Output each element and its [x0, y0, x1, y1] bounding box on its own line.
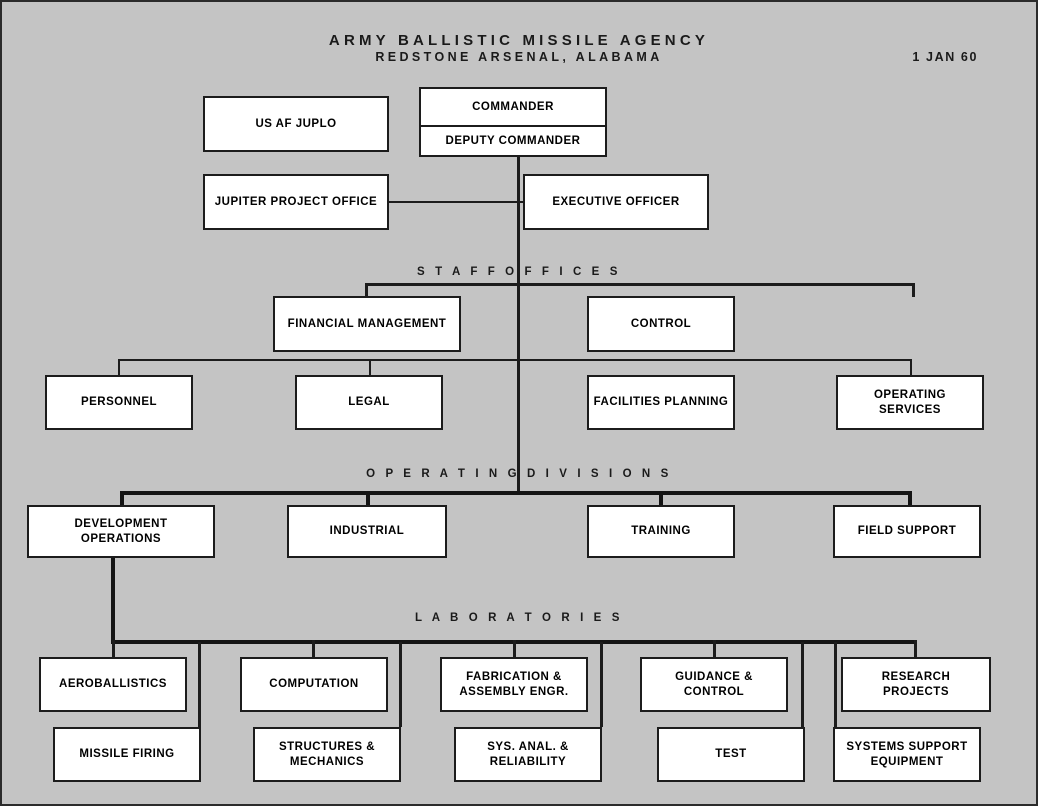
deputy-commander-label: DEPUTY COMMANDER — [445, 134, 581, 147]
box-aeroballistics[interactable]: AEROBALLISTICS — [39, 657, 187, 712]
page-subtitle: REDSTONE ARSENAL, ALABAMA — [375, 50, 663, 64]
connector-lab2-drop-structures — [399, 642, 402, 727]
box-training[interactable]: TRAINING — [587, 505, 735, 558]
box-test[interactable]: TEST — [657, 727, 805, 782]
box-sys-anal-reliability[interactable]: SYS. ANAL. & RELIABILITY — [454, 727, 602, 782]
connector-main-trunk — [517, 157, 520, 494]
connector-lab2-drop-sys-anal — [600, 642, 603, 727]
box-fabrication-assembly-engr[interactable]: FABRICATION & ASSEMBLY ENGR. — [440, 657, 588, 712]
box-guidance-control[interactable]: GUIDANCE & CONTROL — [640, 657, 788, 712]
connector-divisions-stub-field-support — [908, 491, 912, 506]
connector-lab2-drop-systems-support — [834, 642, 837, 727]
box-systems-support-equipment[interactable]: SYSTEMS SUPPORT EQUIPMENT — [833, 727, 981, 782]
connector-devops-to-labs — [111, 557, 115, 643]
box-computation[interactable]: COMPUTATION — [240, 657, 388, 712]
box-missile-firing[interactable]: MISSILE FIRING — [53, 727, 201, 782]
connector-staff-row1-stub-right — [912, 283, 915, 297]
connector-jupiter-tie — [388, 201, 524, 203]
connector-staff-row2-stub-operating-services — [910, 359, 912, 376]
connector-lab-stub-fabrication — [513, 640, 516, 658]
connector-lab2-drop-test — [801, 642, 804, 727]
box-operating-services[interactable]: OPERATING SERVICES — [836, 375, 984, 430]
box-commander[interactable]: COMMANDER DEPUTY COMMANDER — [419, 87, 607, 157]
connector-staff-row2-stub-legal — [369, 359, 371, 376]
box-control[interactable]: CONTROL — [587, 296, 735, 352]
connector-divisions-stub-devops — [120, 491, 124, 506]
band-label-laboratories: L A B O R A T O R I E S — [414, 612, 624, 624]
connector-lab-stub-research — [914, 640, 917, 658]
connector-staff-row2-bus — [118, 359, 912, 361]
box-us-af-juplo[interactable]: US AF JUPLO — [203, 96, 389, 152]
box-field-support[interactable]: FIELD SUPPORT — [833, 505, 981, 558]
connector-staff-row1-stub-left — [365, 283, 368, 297]
connector-divisions-stub-training — [659, 491, 663, 506]
connector-lab-stub-aeroballistics — [112, 640, 115, 658]
box-structures-mechanics[interactable]: STRUCTURES & MECHANICS — [253, 727, 401, 782]
connector-lab2-drop-missile-firing — [198, 642, 201, 727]
box-personnel[interactable]: PERSONNEL — [45, 375, 193, 430]
connector-divisions-stub-industrial — [366, 491, 370, 506]
page-title: ARMY BALLISTIC MISSILE AGENCY — [328, 32, 710, 49]
date-stamp: 1 JAN 60 — [912, 50, 978, 64]
connector-lab-stub-guidance — [713, 640, 716, 658]
box-industrial[interactable]: INDUSTRIAL — [287, 505, 447, 558]
box-legal[interactable]: LEGAL — [295, 375, 443, 430]
box-facilities-planning[interactable]: FACILITIES PLANNING — [587, 375, 735, 430]
commander-label: COMMANDER — [421, 89, 605, 127]
connector-lab-stub-computation — [312, 640, 315, 658]
connector-staff-row1-bus — [365, 283, 915, 286]
box-research-projects[interactable]: RESEARCH PROJECTS — [841, 657, 991, 712]
connector-divisions-bus — [120, 491, 912, 495]
box-financial-management[interactable]: FINANCIAL MANAGEMENT — [273, 296, 461, 352]
box-executive-officer[interactable]: EXECUTIVE OFFICER — [523, 174, 709, 230]
connector-staff-row2-stub-personnel — [118, 359, 120, 376]
box-development-operations[interactable]: DEVELOPMENT OPERATIONS — [27, 505, 215, 558]
box-jupiter-project-office[interactable]: JUPITER PROJECT OFFICE — [203, 174, 389, 230]
